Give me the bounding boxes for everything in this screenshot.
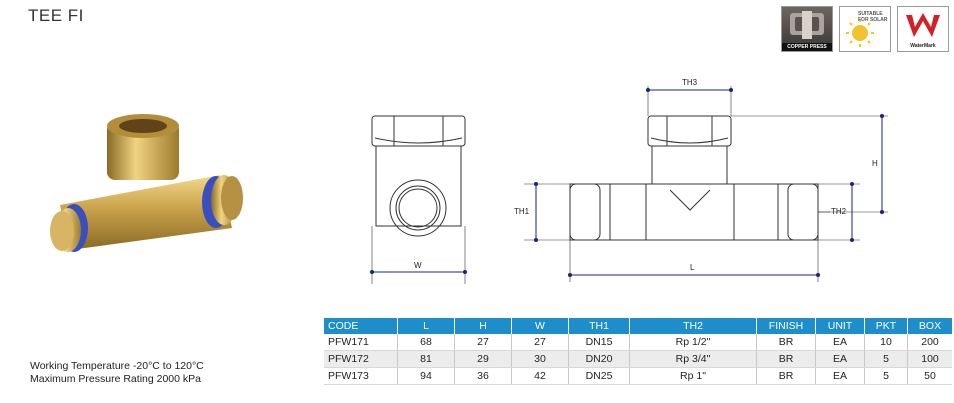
col-l: L [397, 318, 455, 334]
specifications: Working Temperature -20°C to 120°C Maxim… [30, 360, 204, 386]
cell: BR [756, 350, 816, 368]
col-h: H [454, 318, 512, 334]
copper-press-badge: COPPER PRESS [781, 6, 833, 52]
cell: 81 [397, 350, 455, 368]
working-temperature: Working Temperature -20°C to 120°C [30, 360, 204, 372]
badge-label: COPPER PRESS [782, 43, 832, 51]
table-header-row: CODE L H W TH1 TH2 FINISH UNIT PKT BOX [324, 318, 952, 334]
th3-dimension: TH3 [646, 78, 733, 116]
cell: PFW173 [324, 367, 398, 385]
copper-press-icon [790, 11, 824, 39]
product-title: TEE FI [28, 6, 84, 25]
th3-label: TH3 [682, 78, 698, 87]
col-w: W [511, 318, 569, 334]
cell: Rp 1/2" [629, 334, 757, 351]
cell: Rp 3/4" [629, 350, 757, 368]
cell: EA [815, 350, 865, 368]
front-view [569, 115, 819, 241]
cell: 68 [397, 334, 455, 351]
product-photo [50, 114, 243, 252]
solar-badge: SUITABLE FOR SOLAR [839, 6, 891, 52]
cell: 10 [864, 334, 908, 351]
cell: 100 [907, 350, 952, 368]
th2-dimension: TH2 [818, 182, 860, 242]
h-label: H [872, 159, 878, 168]
col-code: CODE [324, 318, 398, 334]
cell: DN20 [568, 350, 630, 368]
table-row: PFW173 94 36 42 DN25 Rp 1" BR EA 5 50 [324, 367, 952, 385]
cell: 36 [454, 367, 512, 385]
side-view [371, 115, 466, 237]
cell: BR [756, 367, 816, 385]
table-row: PFW172 81 29 30 DN20 Rp 3/4" BR EA 5 100 [324, 350, 952, 368]
cell: Rp 1" [629, 367, 757, 385]
sun-icon [846, 19, 874, 47]
col-pkt: PKT [864, 318, 908, 334]
w-label: W [414, 261, 422, 270]
col-finish: FINISH [756, 318, 816, 334]
l-dimension: L [568, 240, 820, 282]
spec-table: CODE L H W TH1 TH2 FINISH UNIT PKT BOX P… [324, 318, 952, 385]
cell: PFW172 [324, 350, 398, 368]
cell: 50 [907, 367, 952, 385]
col-box: BOX [907, 318, 952, 334]
cell: 5 [864, 350, 908, 368]
cell: 27 [454, 334, 512, 351]
l-label: L [690, 263, 695, 272]
cell: 27 [511, 334, 569, 351]
max-pressure: Maximum Pressure Rating 2000 kPa [30, 373, 201, 385]
th1-dimension: TH1 [514, 182, 570, 242]
table-row: PFW171 68 27 27 DN15 Rp 1/2" BR EA 10 20… [324, 334, 952, 351]
cell: 30 [511, 350, 569, 368]
cell: 29 [454, 350, 512, 368]
cell: 42 [511, 367, 569, 385]
cell: 200 [907, 334, 952, 351]
cell: BR [756, 334, 816, 351]
certification-badges: COPPER PRESS SUITABLE FOR SOLAR WaterMar… [781, 6, 949, 52]
watermark-badge: WaterMark [897, 6, 949, 52]
cell: DN15 [568, 334, 630, 351]
col-th1: TH1 [568, 318, 630, 334]
cell: PFW171 [324, 334, 398, 351]
cell: EA [815, 367, 865, 385]
cell: 94 [397, 367, 455, 385]
th2-label: TH2 [831, 207, 847, 216]
cell: DN25 [568, 367, 630, 385]
watermark-icon [906, 13, 940, 37]
col-unit: UNIT [815, 318, 865, 334]
cell: 5 [864, 367, 908, 385]
cell: EA [815, 334, 865, 351]
col-th2: TH2 [629, 318, 757, 334]
badge-label: WaterMark [910, 43, 936, 49]
h-dimension: H [731, 114, 888, 214]
w-dimension: W [370, 226, 467, 284]
th1-label: TH1 [514, 207, 530, 216]
badge-label: SUITABLE FOR SOLAR [858, 11, 888, 23]
technical-drawing: W TH3 H TH1 [370, 78, 888, 284]
